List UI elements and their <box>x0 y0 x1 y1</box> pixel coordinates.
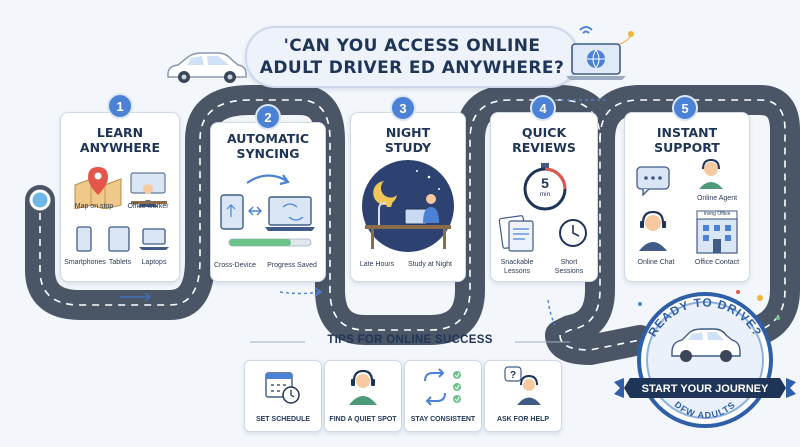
step-2-title-line-2: SYNCING <box>236 146 300 161</box>
label-late-hours: Late Hours <box>359 261 395 268</box>
step-1-number: 1 <box>107 93 133 119</box>
help-agent-icon: ? <box>504 366 541 405</box>
headset-person-icon <box>349 369 377 405</box>
step-3-title-line-2: STUDY <box>384 140 432 155</box>
label-short-sessions: Short Sessions <box>554 259 584 275</box>
devices-icon <box>76 226 169 252</box>
badge-text-layer: READY TO DRIVE? START YOUR JOURNEY DFW A… <box>642 295 769 420</box>
step-4-number: 4 <box>530 95 556 121</box>
svg-text:READY TO DRIVE?: READY TO DRIVE? <box>645 295 764 339</box>
label-snackable-lessons: Snackable Lessons <box>500 259 534 275</box>
tip-card-ask-for-help: ? ASK FOR HELP <box>484 360 562 432</box>
svg-text:?: ? <box>510 370 516 381</box>
repeat-checklist-icon <box>424 368 461 406</box>
tips-divider <box>250 341 570 343</box>
tip-label-find-quiet-spot: FIND A QUIET SPOT <box>329 416 397 423</box>
step-1-title-line-2: ANYWHERE <box>79 140 161 155</box>
badge-ribbon-text: START YOUR JOURNEY <box>642 383 769 395</box>
tips-heading: TIPS FOR ONLINE SUCCESS <box>327 334 493 346</box>
label-map-on-stop: Map on stop <box>74 203 114 210</box>
label-office-worker: Office worker <box>127 203 169 210</box>
step-card-learn-anywhere: LEARN ANYWHERE Map on stop Office worker… <box>60 112 180 282</box>
stopwatch-icon <box>523 163 567 211</box>
step-card-automatic-syncing: AUTOMATIC SYNCING Cross-Device Progress … <box>210 122 326 282</box>
tip-label-stay-consistent: STAY CONSISTENT <box>410 416 476 423</box>
night-study-icon <box>362 160 454 252</box>
office-sign: Irving Office <box>703 211 731 217</box>
step-2-number: 2 <box>255 104 281 130</box>
step-5-number: 5 <box>672 95 698 121</box>
label-online-agent: Online Agent <box>696 195 738 202</box>
svg-text:DFW ADULTS: DFW ADULTS <box>673 399 738 420</box>
label-laptops: Laptops <box>141 259 167 266</box>
step-3-title-line-1: NIGHT <box>385 125 431 140</box>
stopwatch-unit: min <box>539 191 551 198</box>
badge-bottom-text: DFW ADULTS <box>673 399 737 420</box>
map-pin-icon <box>74 167 167 209</box>
badge-top-text: READY TO DRIVE? <box>645 295 763 339</box>
label-tablets: Tablets <box>108 259 132 266</box>
step-5-title-line-2: SUPPORT <box>654 140 720 155</box>
step-card-instant-support: INSTANT SUPPORT Online Agent Irving Offi… <box>624 112 750 282</box>
step-5-title-line-1: INSTANT <box>656 125 718 140</box>
label-progress-saved: Progress Saved <box>267 262 317 269</box>
tip-card-find-quiet-spot: FIND A QUIET SPOT <box>324 360 402 432</box>
step-card-quick-reviews: QUICK REVIEWS 5 min Snackable Lessons Sh… <box>490 112 598 282</box>
step-3-number: 3 <box>390 95 416 121</box>
car-icon <box>167 52 247 83</box>
lessons-clock-icon <box>498 215 587 252</box>
laptop-globe-icon <box>566 26 634 80</box>
label-online-chat: Online Chat <box>637 259 675 266</box>
tip-card-set-schedule: SET SCHEDULE <box>244 360 322 432</box>
title-line-1: 'CAN YOU ACCESS ONLINE <box>283 36 541 56</box>
calendar-clock-icon <box>265 372 300 404</box>
step-4-title-line-2: REVIEWS <box>512 140 576 155</box>
sync-devices-icon <box>220 174 315 247</box>
label-office-contact: Office Contact <box>694 259 740 266</box>
step-1-title-line-1: LEARN <box>96 125 144 140</box>
tip-card-stay-consistent: STAY CONSISTENT <box>404 360 482 432</box>
label-study-at-night: Study at Night <box>408 261 452 268</box>
label-cross-device: Cross-Device <box>213 262 256 269</box>
ready-to-drive-badge <box>614 290 796 428</box>
chat-agent-icon <box>636 158 723 197</box>
tip-label-ask-for-help: ASK FOR HELP <box>496 416 550 423</box>
label-smartphones: Smartphones <box>64 259 106 266</box>
step-card-night-study: NIGHT STUDY Late Hours Study at Night <box>350 112 466 282</box>
step-4-title-line-1: QUICK <box>521 125 567 140</box>
stopwatch-number: 5 <box>541 175 549 191</box>
step-2-title-line-1: AUTOMATIC <box>226 131 310 146</box>
tip-label-set-schedule: SET SCHEDULE <box>255 416 311 423</box>
headset-office-icon <box>639 210 738 254</box>
title-line-2: ADULT DRIVER ED ANYWHERE? <box>259 58 565 78</box>
title-banner: 'CAN YOU ACCESS ONLINE ADULT DRIVER ED A… <box>245 26 579 88</box>
